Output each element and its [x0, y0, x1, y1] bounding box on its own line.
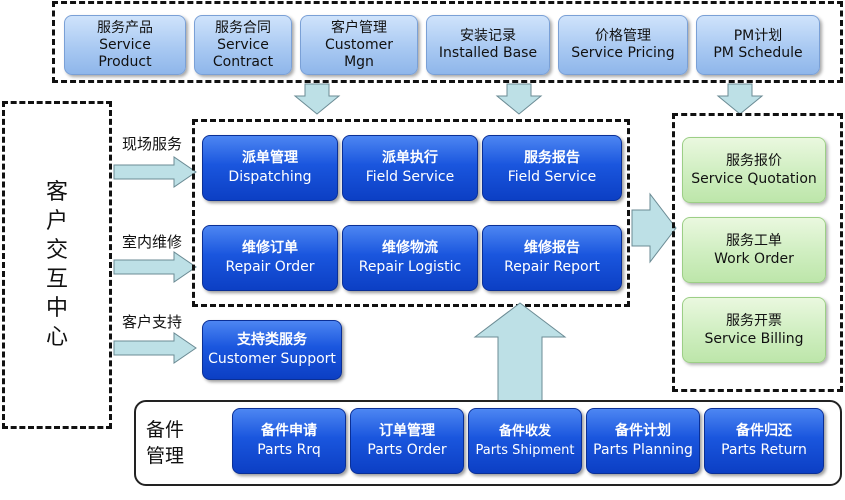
- parts-management-label: 备件 管理: [146, 417, 184, 469]
- button-cn: 派单管理: [242, 150, 298, 166]
- dispatching-button[interactable]: 派单管理 Dispatching: [202, 135, 338, 201]
- module-cn: 价格管理: [595, 28, 651, 44]
- customer-interaction-center: 客 户 交 互 中 心: [2, 101, 112, 429]
- title-char: 互: [45, 266, 68, 292]
- parts-planning-button[interactable]: 备件计划 Parts Planning: [586, 408, 700, 474]
- customer-center-title: 客 户 交 互 中 心: [46, 179, 68, 352]
- button-cn: 维修报告: [524, 240, 580, 256]
- service-contract-module[interactable]: 服务合同 Service Contract: [194, 15, 292, 75]
- service-quotation-button[interactable]: 服务报价 Service Quotation: [682, 137, 826, 203]
- repair-logistic-button[interactable]: 维修物流 Repair Logistic: [342, 225, 478, 291]
- module-cn: PM计划: [733, 28, 783, 44]
- module-cn: 服务合同: [215, 19, 271, 36]
- parts-return-button[interactable]: 备件归还 Parts Return: [704, 408, 824, 474]
- service-product-module[interactable]: 服务产品 Service Product: [64, 15, 186, 75]
- module-cn: 客户管理: [331, 19, 387, 36]
- button-cn: 订单管理: [379, 423, 435, 439]
- module-en: Installed Base: [438, 45, 538, 61]
- right-arrow-icon: [113, 156, 197, 188]
- module-en: Service Product: [98, 36, 152, 70]
- title-char: 客: [45, 179, 68, 205]
- parts-shipment-button[interactable]: 备件收发 Parts Shipment: [468, 408, 582, 474]
- right-arrow-icon: [113, 251, 197, 283]
- channel-label-support: 客户支持: [122, 313, 183, 331]
- button-en: Parts Rrq: [257, 442, 321, 458]
- button-en: Parts Order: [367, 442, 447, 458]
- button-cn: 服务开票: [726, 313, 782, 329]
- button-en: Service Quotation: [691, 171, 817, 187]
- parts-label-line: 备件: [146, 419, 185, 441]
- right-arrow-icon: [113, 332, 197, 364]
- module-en: PM Schedule: [713, 45, 803, 61]
- work-order-button[interactable]: 服务工单 Work Order: [682, 217, 826, 283]
- parts-label-line: 管理: [146, 445, 185, 467]
- repair-order-button[interactable]: 维修订单 Repair Order: [202, 225, 338, 291]
- title-char: 交: [45, 237, 68, 263]
- module-cn: 服务产品: [97, 19, 153, 36]
- button-en: Repair Report: [504, 259, 600, 275]
- button-en: Dispatching: [228, 169, 312, 185]
- field-service-report-button[interactable]: 服务报告 Field Service: [482, 135, 622, 201]
- button-cn: 备件申请: [261, 423, 317, 439]
- button-cn: 维修物流: [382, 240, 438, 256]
- button-cn: 服务报告: [524, 150, 580, 166]
- button-en: Repair Order: [225, 259, 315, 275]
- button-cn: 备件收发: [498, 424, 551, 439]
- service-billing-button[interactable]: 服务开票 Service Billing: [682, 297, 826, 363]
- service-pricing-module[interactable]: 价格管理 Service Pricing: [558, 15, 688, 75]
- installed-base-module[interactable]: 安装记录 Installed Base: [426, 15, 550, 75]
- button-en: Parts Return: [721, 442, 807, 458]
- down-arrow-icon: [495, 83, 543, 115]
- module-en: Customer Mgn: [324, 36, 393, 70]
- channel-label-field: 现场服务: [122, 135, 183, 153]
- button-en: Work Order: [714, 251, 794, 267]
- button-cn: 服务工单: [726, 233, 782, 249]
- button-en: Field Service: [365, 169, 455, 185]
- up-arrow-icon: [473, 302, 567, 408]
- button-en: Customer Support: [208, 351, 336, 367]
- title-char: 心: [45, 324, 68, 350]
- field-service-exec-button[interactable]: 派单执行 Field Service: [342, 135, 478, 201]
- module-en: Service Pricing: [571, 45, 675, 61]
- title-char: 中: [45, 295, 68, 321]
- button-cn: 备件计划: [615, 423, 671, 439]
- button-en: Parts Planning: [593, 442, 693, 458]
- service-process-group: [192, 119, 630, 307]
- module-cn: 安装记录: [460, 28, 516, 44]
- button-en: Service Billing: [704, 331, 804, 347]
- module-en: Service Contract: [212, 36, 274, 70]
- button-en: Parts Shipment: [475, 443, 575, 458]
- pm-schedule-module[interactable]: PM计划 PM Schedule: [696, 15, 820, 75]
- top-modules-group: [52, 1, 843, 83]
- button-cn: 维修订单: [242, 240, 298, 256]
- customer-support-button[interactable]: 支持类服务 Customer Support: [202, 320, 342, 380]
- button-cn: 服务报价: [726, 153, 782, 169]
- down-arrow-icon: [716, 83, 764, 115]
- customer-management-module[interactable]: 客户管理 Customer Mgn: [300, 15, 418, 75]
- button-cn: 备件归还: [736, 423, 792, 439]
- parts-request-button[interactable]: 备件申请 Parts Rrq: [232, 408, 346, 474]
- button-cn: 支持类服务: [237, 332, 307, 348]
- repair-report-button[interactable]: 维修报告 Repair Report: [482, 225, 622, 291]
- parts-order-button[interactable]: 订单管理 Parts Order: [350, 408, 464, 474]
- channel-label-repair: 室内维修: [122, 233, 183, 251]
- service-output-group: [672, 113, 843, 392]
- button-en: Field Service: [507, 169, 597, 185]
- title-char: 户: [45, 208, 68, 234]
- button-en: Repair Logistic: [358, 259, 462, 275]
- down-arrow-icon: [293, 83, 341, 115]
- button-cn: 派单执行: [382, 150, 438, 166]
- right-arrow-icon: [631, 192, 677, 264]
